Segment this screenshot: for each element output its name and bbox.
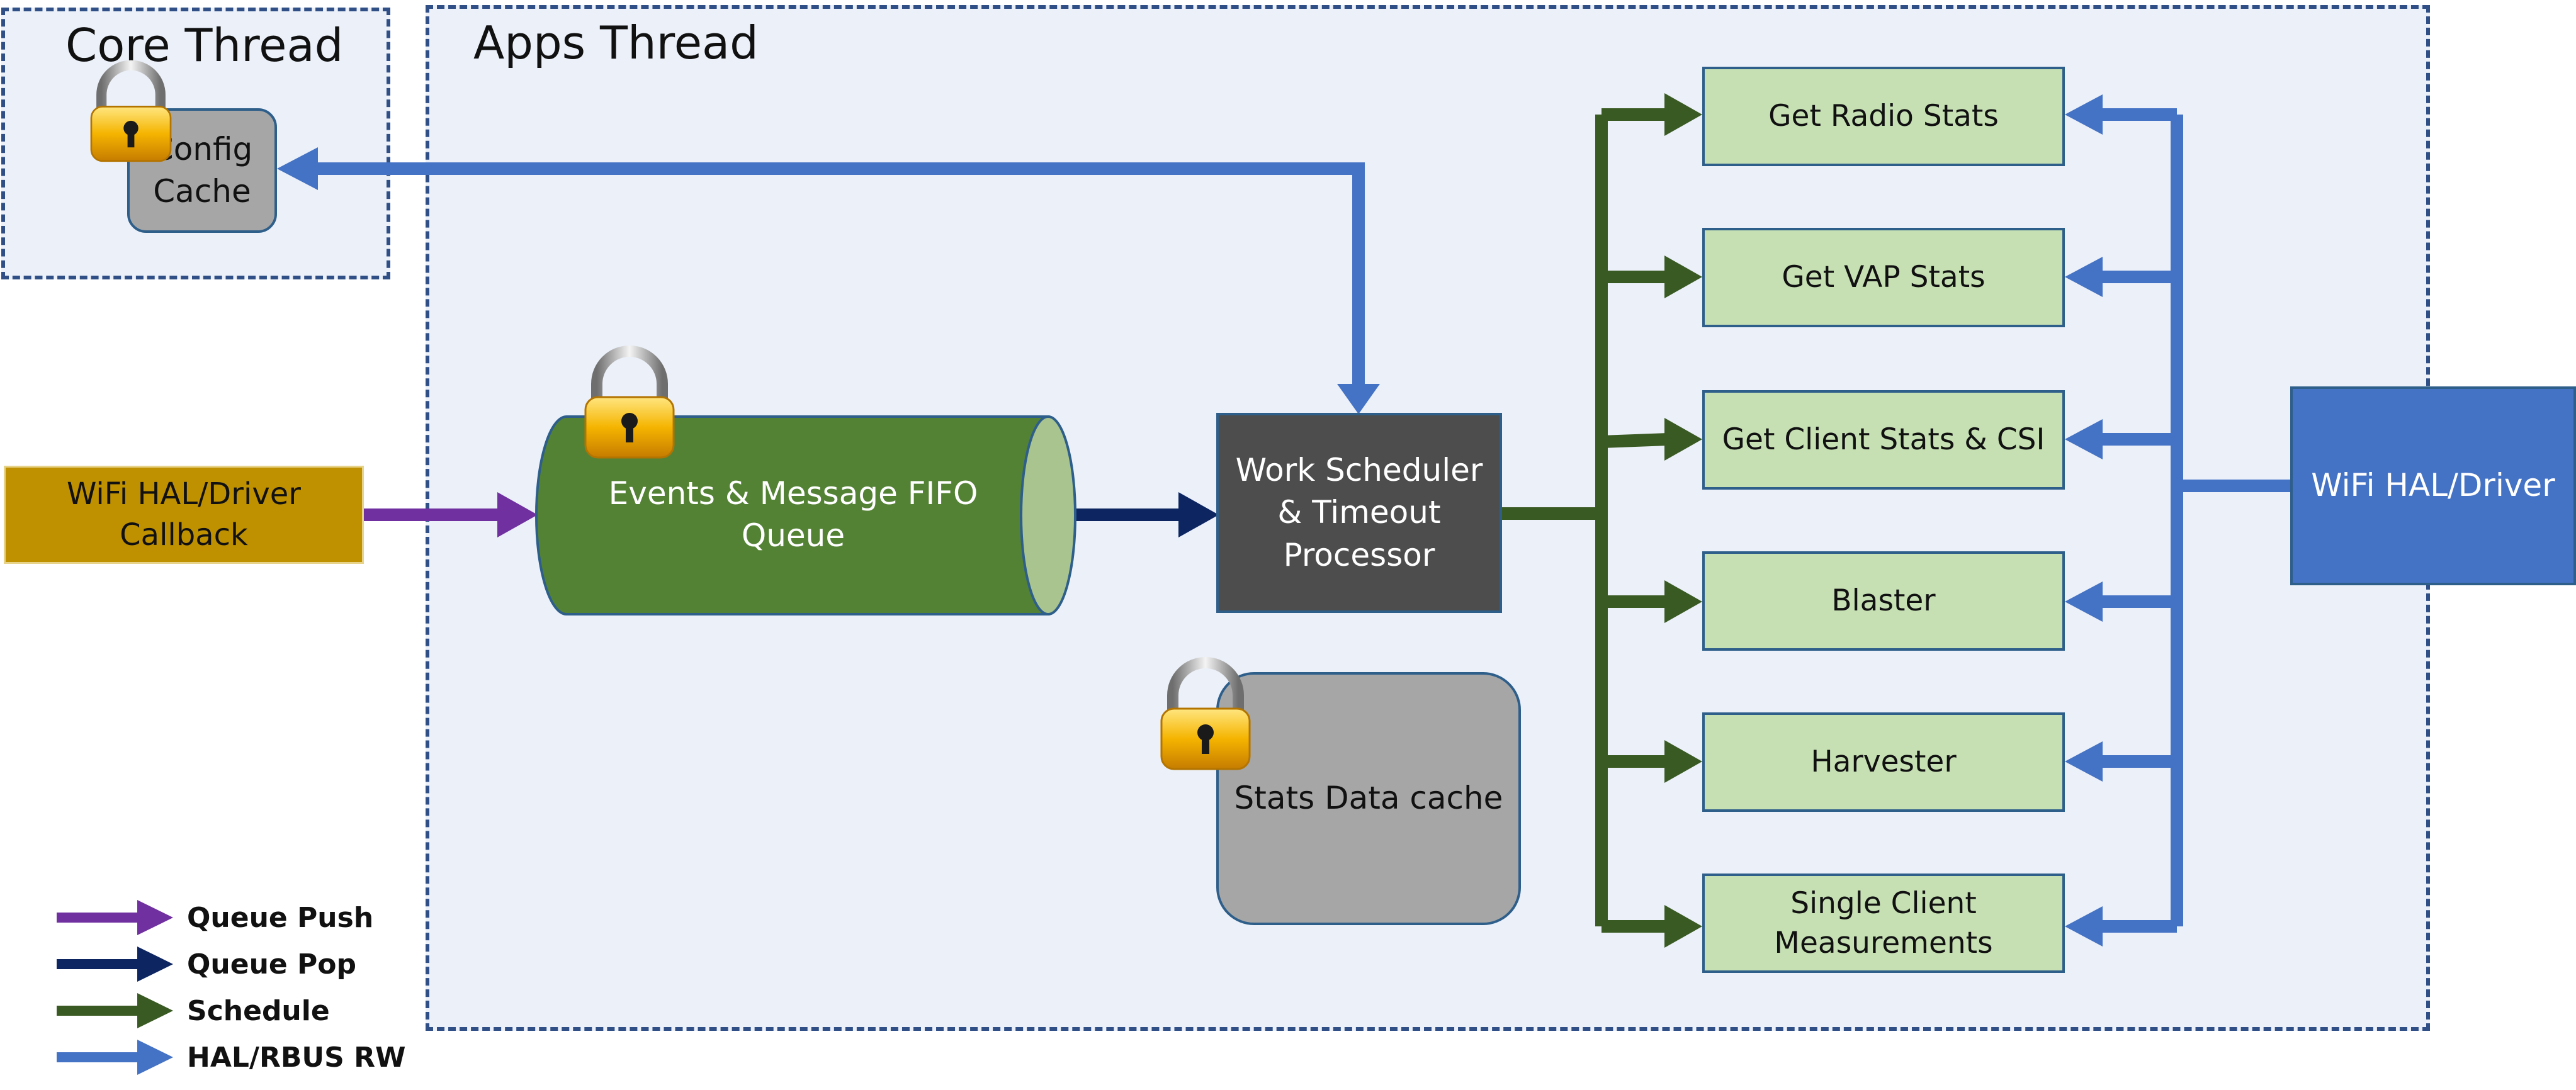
legend-item-queue-push: Queue Push <box>57 899 373 936</box>
arrowhead-to-blaster <box>2065 582 2103 622</box>
config-cache-node: Config Cache <box>127 108 277 233</box>
hal-driver-node: WiFi HAL/Driver <box>2290 386 2576 585</box>
arrowhead-to-radio <box>2065 94 2103 135</box>
module-harvester: Harvester <box>1702 712 2065 812</box>
config-scheduler-link <box>318 162 1365 393</box>
legend-label: Schedule <box>187 994 330 1027</box>
arrowhead-to-harvester <box>2065 741 2103 782</box>
arrowhead-to-client <box>2065 419 2103 459</box>
fifo-queue-label: Events & Message FIFO Queue <box>608 475 978 554</box>
arrowhead-to-single-client <box>2065 906 2103 947</box>
arrowhead-to-config <box>277 147 318 190</box>
legend-item-schedule: Schedule <box>57 992 330 1030</box>
work-scheduler-node: Work Scheduler & Timeout Processor <box>1216 413 1502 613</box>
module-blaster: Blaster <box>1702 551 2065 651</box>
legend-item-hal-rbus: HAL/RBUS RW <box>57 1038 406 1076</box>
apps-thread-title: Apps Thread <box>473 16 759 69</box>
arrowhead-queue-pop <box>1178 492 1219 537</box>
stats-cache-node: Stats Data cache <box>1216 672 1521 925</box>
arrowhead-queue-push <box>497 492 538 537</box>
legend-arrow-icon <box>57 900 173 935</box>
arrowhead-schedule-radio <box>1664 93 1702 136</box>
module-get-vap-stats: Get VAP Stats <box>1702 228 2065 327</box>
arrowhead-schedule-client <box>1664 418 1702 461</box>
arrowhead-to-vap <box>2065 257 2103 297</box>
module-single-client-measurements: Single Client Measurements <box>1702 874 2065 973</box>
arrowhead-schedule-blaster <box>1664 580 1702 623</box>
arrowhead-to-scheduler <box>1337 384 1380 414</box>
core-thread-title: Core Thread <box>65 19 344 72</box>
legend-label: Queue Pop <box>187 948 357 980</box>
hal-callback-node: WiFi HAL/Driver Callback <box>4 466 364 564</box>
arrowhead-schedule-vap <box>1664 256 1702 298</box>
legend-arrow-icon <box>57 1040 173 1075</box>
legend-arrow-icon <box>57 993 173 1028</box>
module-get-client-stats: Get Client Stats & CSI <box>1702 390 2065 490</box>
lock-icon <box>1161 663 1250 769</box>
arrowhead-schedule-harvester <box>1664 740 1702 783</box>
legend-label: HAL/RBUS RW <box>187 1041 406 1074</box>
arrowhead-schedule-single-client <box>1664 905 1702 948</box>
legend-item-queue-pop: Queue Pop <box>57 945 356 983</box>
schedule-to-client <box>1601 433 1669 448</box>
lock-icon <box>585 351 674 458</box>
legend-arrow-icon <box>57 947 173 982</box>
legend-label: Queue Push <box>187 901 374 934</box>
module-get-radio-stats: Get Radio Stats <box>1702 67 2065 166</box>
lock-icon <box>91 65 171 161</box>
